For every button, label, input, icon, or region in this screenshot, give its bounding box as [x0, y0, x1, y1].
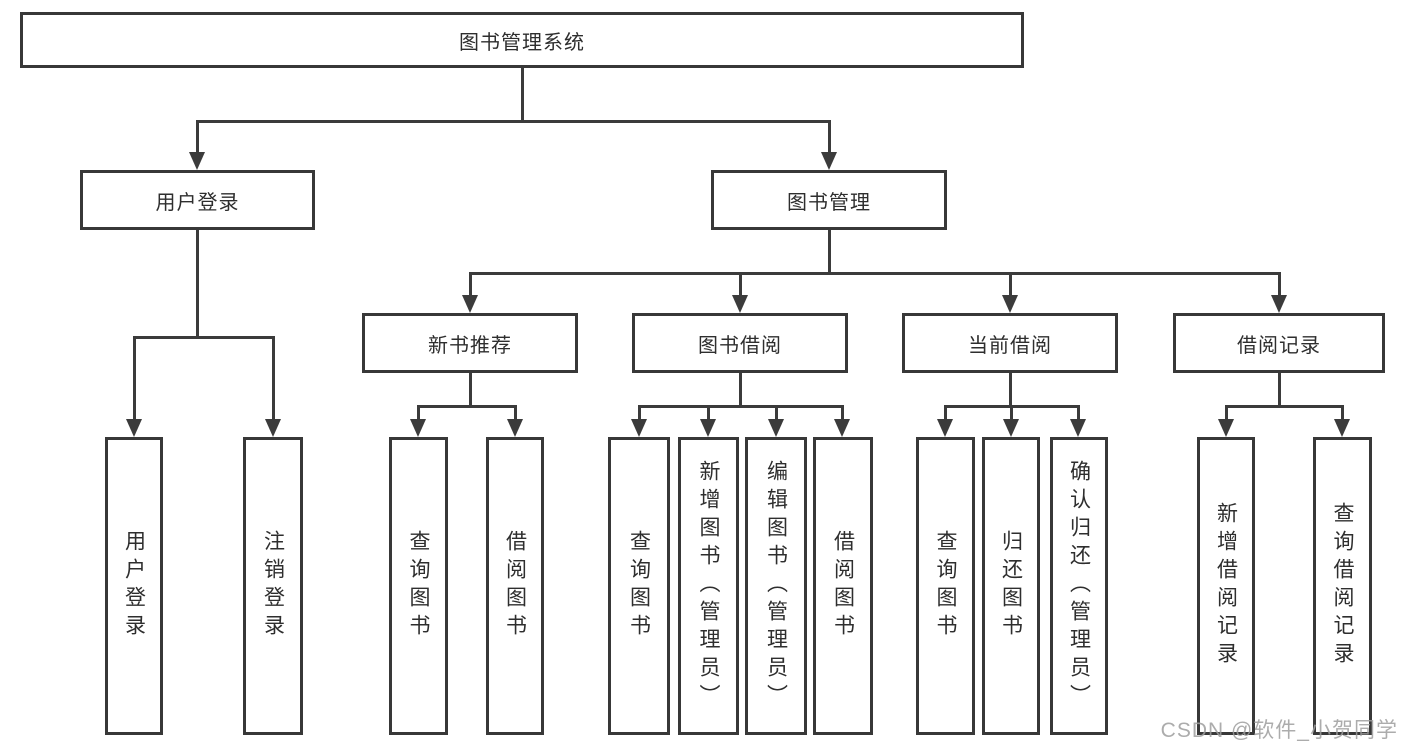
connector-line [133, 336, 274, 339]
leaf-add-book-admin: 新增图书（管理员） [678, 437, 739, 735]
arrow-down-icon [1070, 419, 1086, 437]
arrow-down-icon [768, 419, 784, 437]
connector-line [828, 230, 831, 272]
node-current-borrow: 当前借阅 [902, 313, 1118, 373]
arrow-down-icon [1002, 295, 1018, 313]
leaf-return-book: 归还图书 [982, 437, 1040, 735]
connector-line [1225, 405, 1343, 408]
connector-line [638, 405, 844, 408]
connector-line [133, 336, 136, 420]
connector-line [514, 405, 517, 420]
connector-line [739, 373, 742, 405]
connector-line [1009, 272, 1012, 296]
arrow-down-icon [1003, 419, 1019, 437]
connector-line [196, 120, 830, 123]
connector-line [775, 405, 778, 420]
connector-line [1341, 405, 1344, 420]
connector-line [1010, 405, 1013, 420]
arrow-down-icon [821, 152, 837, 170]
connector-line [1278, 272, 1281, 296]
arrow-down-icon [462, 295, 478, 313]
arrow-down-icon [1271, 295, 1287, 313]
connector-line [707, 405, 710, 420]
connector-line [1009, 373, 1012, 405]
leaf-borrow-books-recommend: 借阅图书 [486, 437, 544, 735]
connector-line [828, 120, 831, 153]
leaf-user-login: 用户登录 [105, 437, 163, 735]
connector-line [469, 272, 472, 296]
leaf-query-books-current: 查询图书 [916, 437, 975, 735]
arrow-down-icon [700, 419, 716, 437]
connector-line [196, 120, 199, 153]
leaf-confirm-return-admin: 确认归还（管理员） [1050, 437, 1108, 735]
node-root-library-system: 图书管理系统 [20, 12, 1024, 68]
connector-line [1077, 405, 1080, 420]
csdn-watermark: CSDN @软件_小贺同学 [1160, 719, 1398, 742]
node-book-management: 图书管理 [711, 170, 947, 230]
connector-line [1278, 373, 1281, 405]
node-borrow-records: 借阅记录 [1173, 313, 1385, 373]
connector-line [944, 405, 947, 420]
arrow-down-icon [1334, 419, 1350, 437]
node-book-borrow: 图书借阅 [632, 313, 848, 373]
arrow-down-icon [937, 419, 953, 437]
connector-line [1225, 405, 1228, 420]
leaf-query-borrow-record: 查询借阅记录 [1313, 437, 1372, 735]
arrow-down-icon [1218, 419, 1234, 437]
connector-line [417, 405, 516, 408]
connector-line [469, 272, 1280, 275]
connector-line [469, 373, 472, 405]
leaf-query-books-recommend: 查询图书 [389, 437, 448, 735]
arrow-down-icon [507, 419, 523, 437]
arrow-down-icon [732, 295, 748, 313]
arrow-down-icon [631, 419, 647, 437]
arrow-down-icon [410, 419, 426, 437]
connector-line [841, 405, 844, 420]
connector-line [272, 336, 275, 420]
arrow-down-icon [189, 152, 205, 170]
leaf-borrow-books-borrow: 借阅图书 [813, 437, 873, 735]
arrow-down-icon [834, 419, 850, 437]
leaf-edit-book-admin: 编辑图书（管理员） [745, 437, 807, 735]
connector-line [739, 272, 742, 296]
node-user-login: 用户登录 [80, 170, 315, 230]
connector-line [638, 405, 641, 420]
leaf-query-books-borrow: 查询图书 [608, 437, 670, 735]
arrow-down-icon [126, 419, 142, 437]
leaf-logout: 注销登录 [243, 437, 303, 735]
arrow-down-icon [265, 419, 281, 437]
connector-line [417, 405, 420, 420]
leaf-add-borrow-record: 新增借阅记录 [1197, 437, 1255, 735]
connector-line [521, 68, 524, 120]
node-new-book-recommend: 新书推荐 [362, 313, 578, 373]
connector-line [196, 230, 199, 336]
